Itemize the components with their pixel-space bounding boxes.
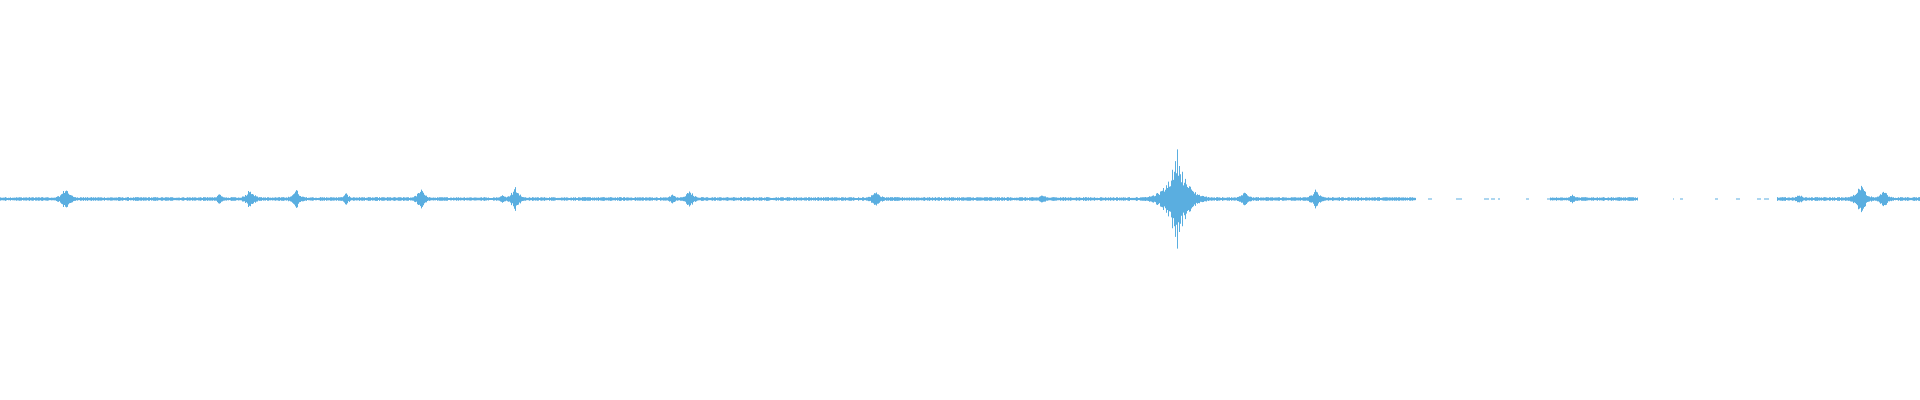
waveform-amplitude — [0, 149, 1920, 249]
waveform-trace — [0, 149, 1920, 249]
